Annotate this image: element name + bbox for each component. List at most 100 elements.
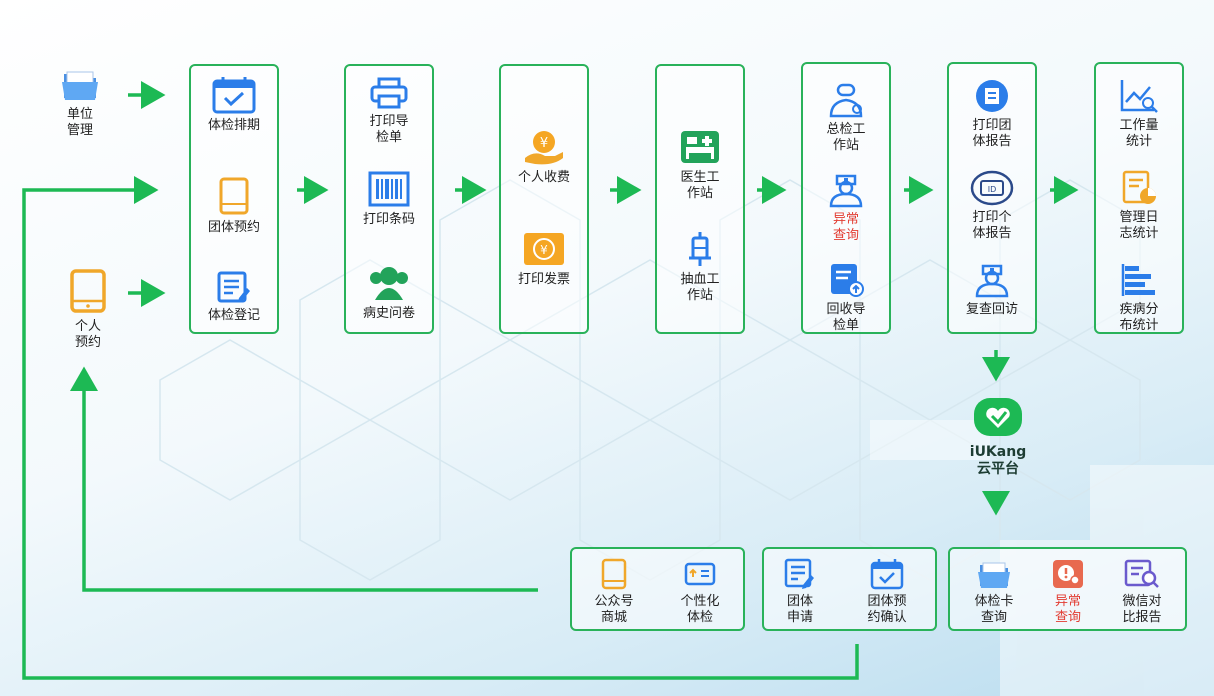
- exam-schedule-label: 体检排期: [207, 118, 260, 133]
- tablet-icon: [219, 177, 249, 215]
- doctor-icon: [829, 83, 863, 118]
- abnormal-query-bottom[interactable]: 异常 查询: [1036, 558, 1100, 626]
- id-card-circle-icon: ID: [970, 170, 1014, 206]
- personal-appointment[interactable]: 个人 预约: [60, 268, 116, 351]
- custom-exam-label: 个性化 体检: [680, 594, 720, 625]
- tablet-icon: [70, 269, 106, 313]
- svg-text:¥: ¥: [540, 136, 548, 151]
- heart-logo-icon: [974, 398, 1022, 436]
- calendar-check-icon: [212, 77, 256, 114]
- recycle-guide-sheet-label: 回收导 检单: [826, 302, 866, 333]
- loop-group-to-col1: [22, 176, 859, 680]
- personal-payment-label: 个人收费: [517, 170, 570, 185]
- folder-icon: [978, 562, 1010, 588]
- doctor-workstation[interactable]: 医生工 作站: [655, 128, 745, 202]
- hospital-bed-icon: [681, 131, 719, 163]
- disease-distribution-statistics[interactable]: 疾病分 布统计: [1094, 262, 1184, 334]
- group-appointment-confirm[interactable]: 团体预 约确认: [855, 558, 919, 626]
- print-group-report[interactable]: 打印团 体报告: [947, 78, 1037, 150]
- printer-icon: [370, 77, 408, 109]
- print-group-report-label: 打印团 体报告: [972, 118, 1012, 149]
- management-log-statistics-label: 管理日 志统计: [1119, 210, 1159, 241]
- print-invoice[interactable]: ¥ 打印发票: [499, 230, 589, 288]
- exam-card-query[interactable]: 体检卡 查询: [962, 558, 1026, 626]
- exam-card-query-label: 体检卡 查询: [974, 594, 1014, 625]
- personal-payment[interactable]: ¥ 个人收费: [499, 128, 589, 186]
- loop-wechat-to-personal: [70, 366, 538, 592]
- abnormal-query[interactable]: 异常 查询: [801, 172, 891, 244]
- box-statistics: [1094, 62, 1184, 334]
- personal-appointment-label: 个人 预约: [74, 319, 101, 350]
- document-pie-icon: [1122, 170, 1156, 204]
- form-edit-icon: [217, 271, 250, 303]
- follow-up-visit-label: 复查回访: [965, 302, 1018, 317]
- bar-chart-icon: [1121, 264, 1155, 296]
- blood-draw-workstation[interactable]: 抽血工 作站: [655, 230, 745, 304]
- svg-text:¥: ¥: [540, 243, 548, 257]
- exam-registration[interactable]: 体检登记: [189, 270, 279, 324]
- box-payment: [499, 64, 589, 334]
- exam-schedule[interactable]: 体检排期: [189, 76, 279, 134]
- cloud-platform-label: 云平台: [977, 461, 1019, 477]
- print-individual-report[interactable]: ID 打印个 体报告: [947, 170, 1037, 242]
- syringe-icon: [689, 232, 711, 266]
- barcode-icon: [368, 171, 410, 207]
- group-appointment[interactable]: 团体预约: [189, 176, 279, 236]
- print-guide-sheet[interactable]: 打印导 检单: [344, 76, 434, 146]
- nurse-icon: [829, 174, 863, 208]
- blood-draw-workstation-label: 抽血工 作站: [680, 272, 720, 303]
- calendar-check-icon: [870, 559, 904, 590]
- print-individual-report-label: 打印个 体报告: [972, 210, 1012, 241]
- abnormal-query-bottom-label: 异常 查询: [1054, 594, 1081, 625]
- line-chart-search-icon: [1120, 80, 1158, 113]
- nurse-icon: [975, 264, 1009, 298]
- folder-icon: [62, 71, 98, 100]
- yuan-hand-icon: ¥: [525, 131, 563, 165]
- box-workstations: [655, 64, 745, 334]
- wechat-compare-report-label: 微信对 比报告: [1122, 594, 1162, 625]
- tablet-icon: [601, 558, 627, 590]
- unit-management[interactable]: 单位 管理: [52, 66, 108, 139]
- document-upload-icon: [831, 264, 864, 297]
- invoice-coin-icon: ¥: [524, 233, 564, 265]
- group-application-label: 团体 申请: [786, 594, 813, 625]
- doctor-workstation-label: 医生工 作站: [680, 170, 720, 201]
- group-appointment-confirm-label: 团体预 约确认: [867, 594, 907, 625]
- chief-exam-workstation[interactable]: 总检工 作站: [801, 82, 891, 154]
- cloud-brand: iUKang: [969, 444, 1027, 460]
- follow-up-visit[interactable]: 复查回访: [947, 262, 1037, 318]
- medical-history-questionnaire-label: 病史问卷: [362, 306, 415, 321]
- wechat-mall[interactable]: 公众号 商城: [582, 558, 646, 626]
- form-edit-icon: [784, 558, 814, 589]
- box-booking: [189, 64, 279, 334]
- disease-distribution-statistics-label: 疾病分 布统计: [1119, 302, 1159, 333]
- print-invoice-label: 打印发票: [517, 272, 570, 287]
- box-print: [344, 64, 434, 334]
- iukang-cloud-platform[interactable]: iUKang 云平台: [958, 396, 1038, 478]
- workload-statistics[interactable]: 工作量 统计: [1094, 78, 1184, 150]
- svg-text:ID: ID: [988, 185, 997, 194]
- abnormal-query-label: 异常 查询: [832, 212, 859, 243]
- group-appointment-label: 团体预约: [207, 220, 260, 235]
- custom-exam[interactable]: 个性化 体检: [668, 558, 732, 626]
- alert-icon: [1053, 560, 1083, 588]
- print-guide-sheet-label: 打印导 检单: [369, 114, 409, 145]
- chief-exam-workstation-label: 总检工 作站: [826, 122, 866, 153]
- management-log-statistics[interactable]: 管理日 志统计: [1094, 170, 1184, 242]
- exam-registration-label: 体检登记: [207, 308, 260, 323]
- box-wechat-mall: [570, 547, 745, 631]
- document-search-icon: [1124, 559, 1159, 588]
- medical-history-questionnaire[interactable]: 病史问卷: [344, 264, 434, 322]
- users-icon: [370, 267, 408, 300]
- wechat-mall-label: 公众号 商城: [594, 594, 634, 625]
- group-application[interactable]: 团体 申请: [768, 558, 832, 626]
- workload-statistics-label: 工作量 统计: [1119, 118, 1159, 149]
- print-barcode[interactable]: 打印条码: [344, 170, 434, 228]
- card-icon: [684, 562, 716, 586]
- report-circle-icon: [976, 80, 1008, 112]
- recycle-guide-sheet[interactable]: 回收导 检单: [801, 262, 891, 334]
- unit-management-label: 单位 管理: [66, 107, 93, 138]
- wechat-compare-report[interactable]: 微信对 比报告: [1110, 558, 1174, 626]
- print-barcode-label: 打印条码: [362, 212, 415, 227]
